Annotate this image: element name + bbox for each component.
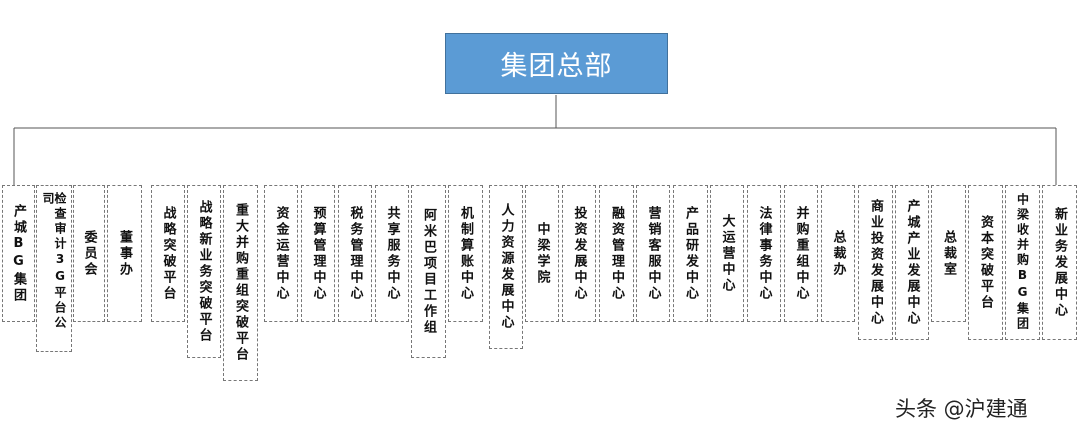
org-node: 战略突破平台 — [151, 185, 185, 322]
org-node-label: 重大并购重组突破平台 — [233, 203, 248, 363]
org-node: 重大并购重组突破平台 — [223, 185, 258, 381]
org-node: 总裁室 — [931, 185, 966, 322]
org-node: 机制算账中心 — [448, 185, 483, 322]
org-node-label: 资本突破平台 — [978, 214, 993, 311]
org-node-label: 人力资源发展中心 — [498, 203, 514, 331]
org-node-label: 检查审计3G平台公司 — [41, 192, 67, 331]
watermark-text: 头条 @沪建通 — [895, 397, 1028, 421]
org-node: 资金运营中心 — [264, 185, 298, 322]
org-node: 检查审计3G平台公司 — [36, 185, 72, 352]
org-node-label: 产城BG集团 — [11, 203, 26, 304]
org-node: 产城BG集团 — [2, 185, 35, 322]
org-node: 融资管理中心 — [599, 185, 634, 322]
root-node-headquarters: 集团总部 — [445, 33, 668, 94]
org-node-label: 大运营中心 — [719, 213, 735, 294]
org-node: 投资发展中心 — [562, 185, 596, 322]
org-node: 产城产业发展中心 — [895, 185, 929, 340]
org-node-label: 阿米巴项目工作组 — [421, 207, 436, 336]
org-node: 产品研发中心 — [673, 185, 708, 322]
org-node: 阿米巴项目工作组 — [411, 185, 446, 358]
org-node-label: 总裁办 — [830, 229, 846, 278]
org-node: 资本突破平台 — [968, 185, 1003, 340]
org-node-label: 中梁学院 — [534, 221, 550, 286]
org-node: 中梁学院 — [525, 185, 559, 322]
org-node-label: 并购重组中心 — [793, 205, 809, 302]
org-node: 并购重组中心 — [784, 185, 818, 322]
org-node-label: 机制算账中心 — [458, 205, 473, 302]
org-node-label: 中梁收并购BG集团 — [1015, 193, 1030, 332]
org-node-label: 共享服务中心 — [384, 205, 400, 302]
org-node-label: 产品研发中心 — [683, 205, 698, 302]
org-node: 中梁收并购BG集团 — [1005, 185, 1040, 340]
org-node: 新业务发展中心 — [1042, 185, 1077, 340]
org-node-label: 法律事务中心 — [756, 205, 772, 302]
org-node: 战略新业务突破平台 — [187, 185, 221, 358]
org-node: 董事办 — [107, 185, 142, 322]
org-node-label: 新业务发展中心 — [1052, 206, 1067, 319]
org-node: 委员会 — [73, 185, 105, 322]
org-node-label: 战略新业务突破平台 — [196, 199, 212, 344]
org-node: 大运营中心 — [710, 185, 744, 322]
org-node: 人力资源发展中心 — [489, 185, 523, 349]
org-node-label: 资金运营中心 — [273, 205, 289, 302]
org-node-label: 总裁室 — [941, 229, 956, 278]
org-node: 共享服务中心 — [375, 185, 409, 322]
org-node: 商业投资发展中心 — [858, 185, 893, 340]
root-node-label: 集团总部 — [500, 51, 613, 82]
org-node-label: 产城产业发展中心 — [904, 198, 920, 327]
org-node-label: 预算管理中心 — [310, 205, 326, 302]
org-node: 营销客服中心 — [636, 185, 670, 322]
org-node-label: 营销客服中心 — [645, 205, 661, 302]
org-node-label: 税务管理中心 — [347, 205, 363, 302]
org-node-label: 战略突破平台 — [160, 205, 176, 302]
org-node: 总裁办 — [821, 185, 855, 322]
org-node: 法律事务中心 — [747, 185, 781, 322]
org-node-label: 融资管理中心 — [609, 205, 624, 302]
org-node-label: 商业投资发展中心 — [868, 198, 883, 327]
org-node-label: 投资发展中心 — [571, 205, 587, 302]
org-node: 税务管理中心 — [338, 185, 372, 322]
org-node: 预算管理中心 — [301, 185, 335, 322]
org-node-label: 董事办 — [117, 229, 132, 278]
org-node-label: 委员会 — [81, 229, 97, 278]
